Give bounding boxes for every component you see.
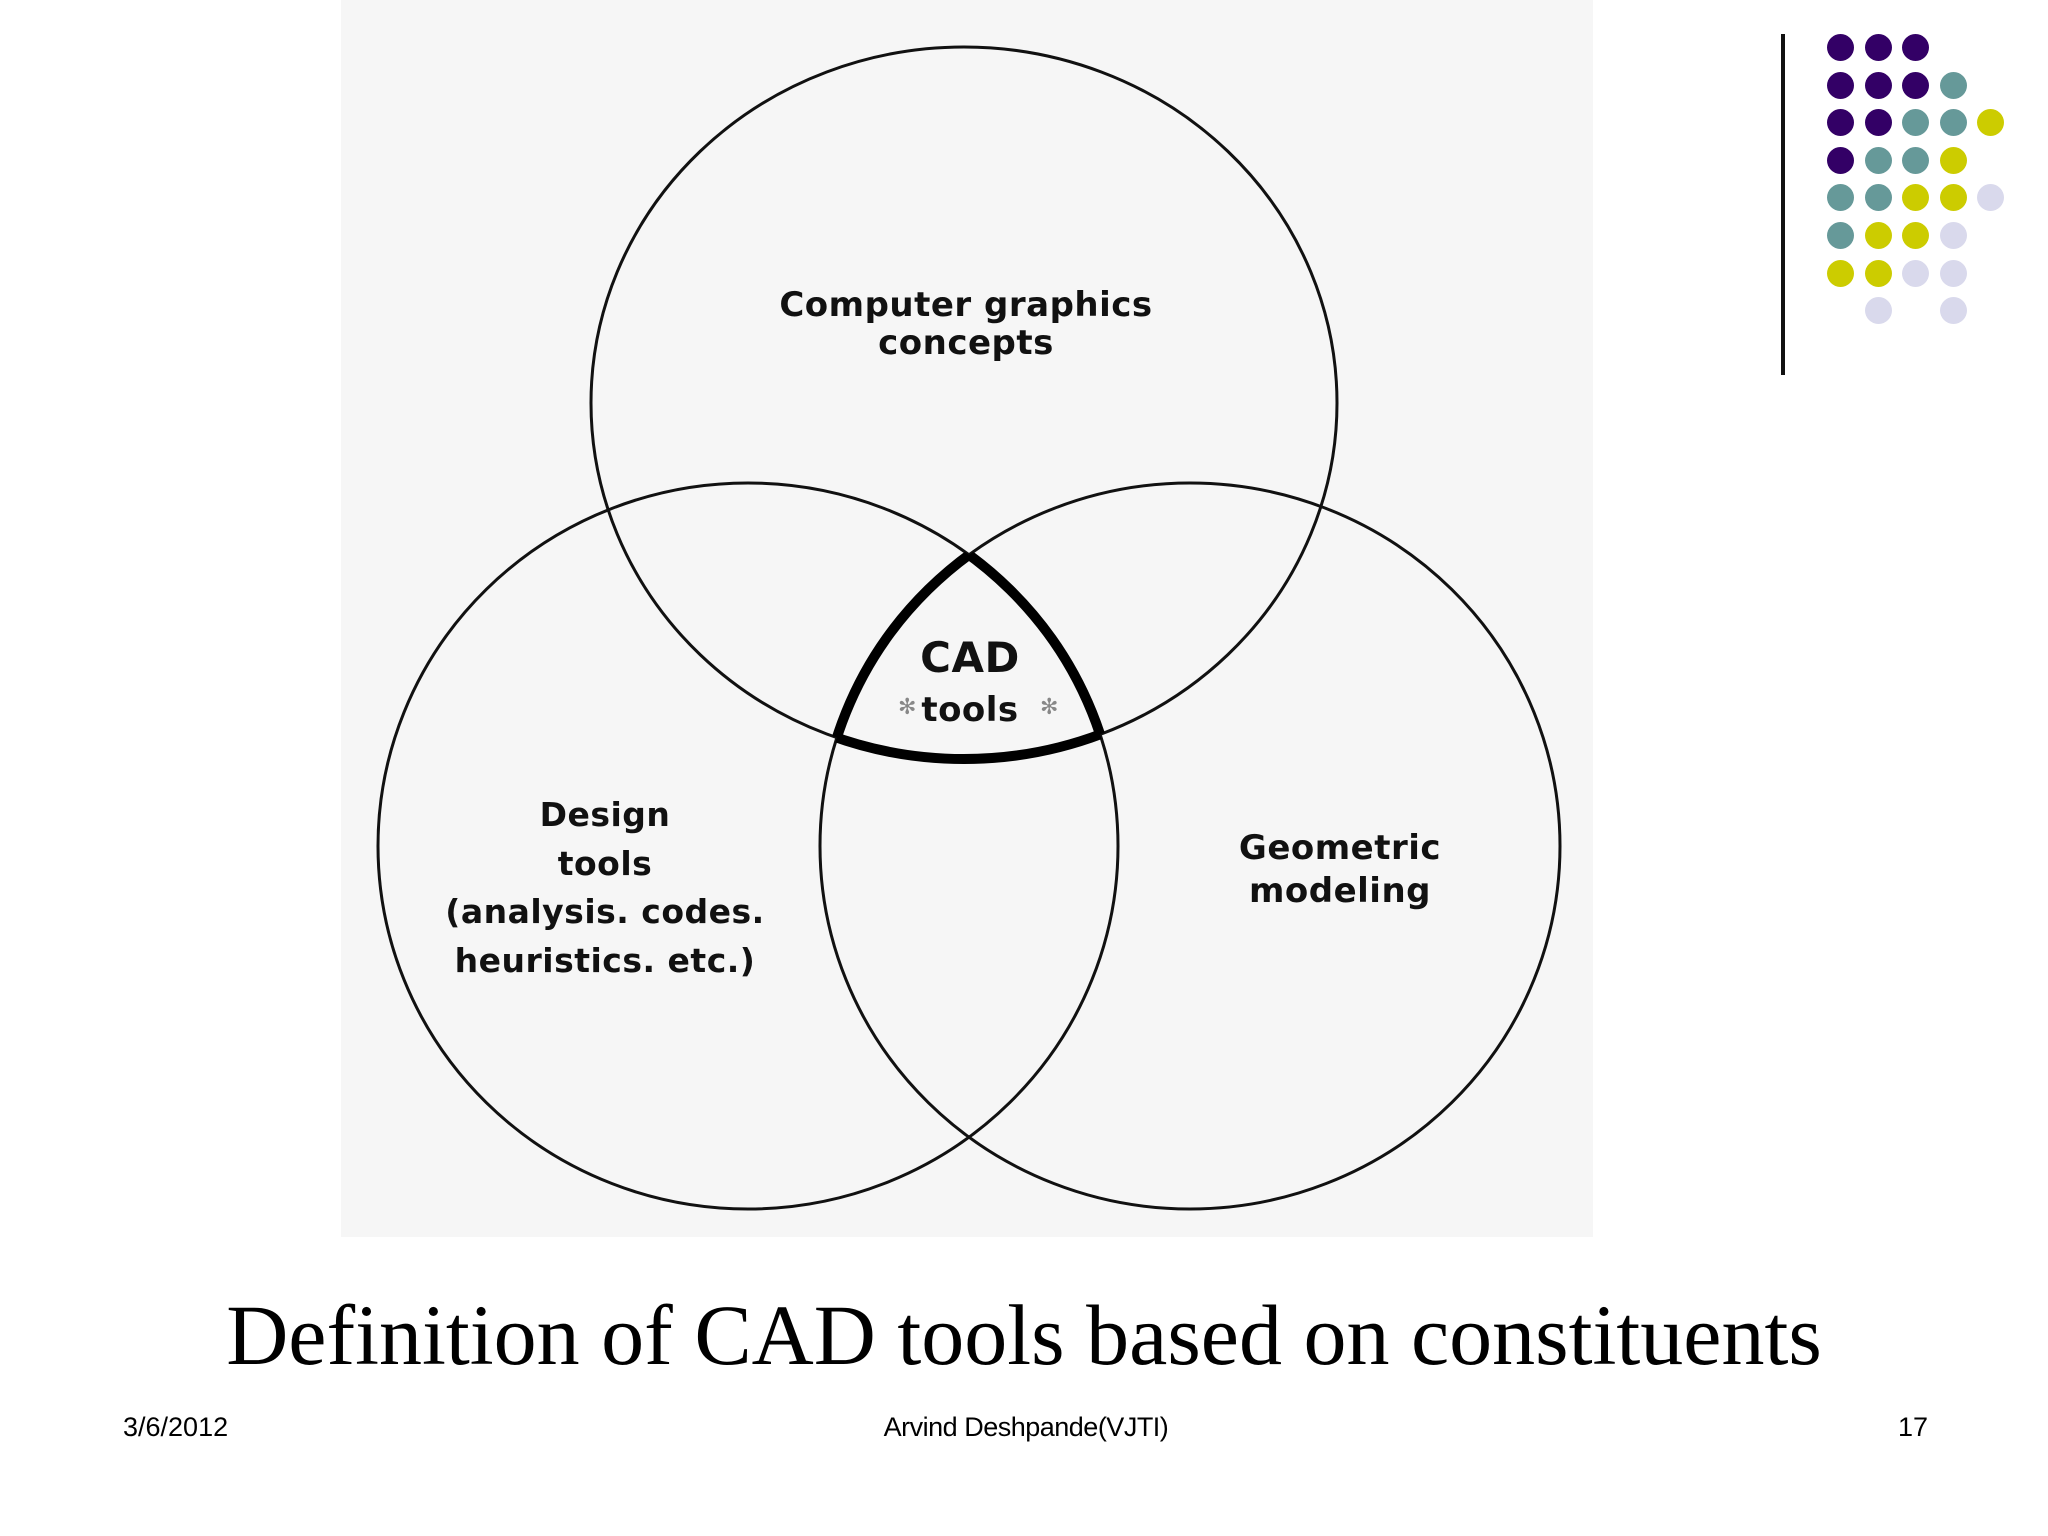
decorative-dot bbox=[1902, 71, 1930, 99]
footer-page-number: 17 bbox=[1898, 1412, 1929, 1442]
decorative-dot bbox=[1827, 109, 1854, 137]
footer-date: 3/6/2012 bbox=[123, 1412, 229, 1442]
decorative-dot bbox=[1864, 109, 1892, 137]
slide-caption: Definition of CAD tools based on constit… bbox=[226, 1287, 1822, 1383]
diagram-scan-background bbox=[341, 0, 1593, 1237]
decorative-dot bbox=[1827, 222, 1854, 249]
label-line: Geometric bbox=[1238, 828, 1442, 868]
decorative-dot bbox=[1827, 184, 1854, 212]
decorative-dot bbox=[1939, 259, 1967, 287]
label-line: tools bbox=[921, 690, 1019, 730]
label-line: CAD bbox=[920, 633, 1020, 682]
decorative-dot bbox=[1902, 184, 1930, 212]
decorative-dot bbox=[1864, 146, 1892, 174]
decorative-dot bbox=[1939, 146, 1967, 174]
label-line: tools bbox=[557, 843, 653, 883]
label-design-tools: Design tools (analysis. codes. heuristic… bbox=[415, 791, 795, 985]
decorative-dot bbox=[1864, 71, 1892, 99]
decorative-dot bbox=[1864, 34, 1892, 61]
label-line: concepts bbox=[878, 323, 1054, 363]
decorative-dot bbox=[1827, 259, 1854, 287]
decorative-dot bbox=[1902, 146, 1930, 174]
footer-author: Arvind Deshpande(VJTI) bbox=[883, 1412, 1169, 1442]
decorative-dot bbox=[1902, 109, 1930, 137]
decorative-dot bbox=[1864, 184, 1892, 212]
decorative-dot bbox=[1827, 71, 1854, 99]
label-cad-tools: CAD tools bbox=[890, 632, 1050, 736]
label-computer-graphics: Computer graphics concepts bbox=[766, 286, 1166, 362]
label-line: modeling bbox=[1248, 871, 1432, 911]
decorative-dot bbox=[1864, 259, 1892, 287]
circle-geometric-modeling bbox=[818, 481, 1562, 1211]
decorative-dot bbox=[1902, 259, 1930, 287]
decorative-dot bbox=[1864, 222, 1892, 249]
sparkle-icon-right: ✻ bbox=[1040, 695, 1058, 720]
decorative-dot bbox=[1902, 222, 1930, 249]
decorative-dot bbox=[1939, 297, 1967, 325]
label-line: (analysis. codes. bbox=[445, 892, 765, 931]
decorative-dot bbox=[1939, 71, 1967, 99]
label-line: heuristics. etc.) bbox=[454, 940, 756, 980]
decorative-dot bbox=[1827, 146, 1854, 174]
sparkle-icon-left: ✻ bbox=[898, 695, 916, 720]
decorative-dot bbox=[1939, 222, 1967, 249]
decorative-dot bbox=[1977, 109, 2005, 137]
label-geometric-modeling: Geometric modeling bbox=[1190, 827, 1490, 913]
label-line: Design bbox=[539, 795, 671, 834]
circle-design-tools bbox=[376, 481, 1120, 1211]
decorative-vertical-line bbox=[1781, 34, 1785, 375]
venn-diagram: ✻ ✻ bbox=[376, 45, 1562, 1211]
decorative-dot bbox=[1939, 109, 1967, 137]
label-line: Computer graphics bbox=[779, 285, 1153, 325]
decorative-dot bbox=[1864, 297, 1892, 325]
cad-tools-region-outline bbox=[815, 483, 1123, 764]
decorative-dot bbox=[1827, 34, 1854, 61]
decorative-dot bbox=[1977, 184, 2005, 212]
decorative-dot bbox=[1902, 34, 1930, 61]
decorative-dot bbox=[1939, 184, 1967, 212]
